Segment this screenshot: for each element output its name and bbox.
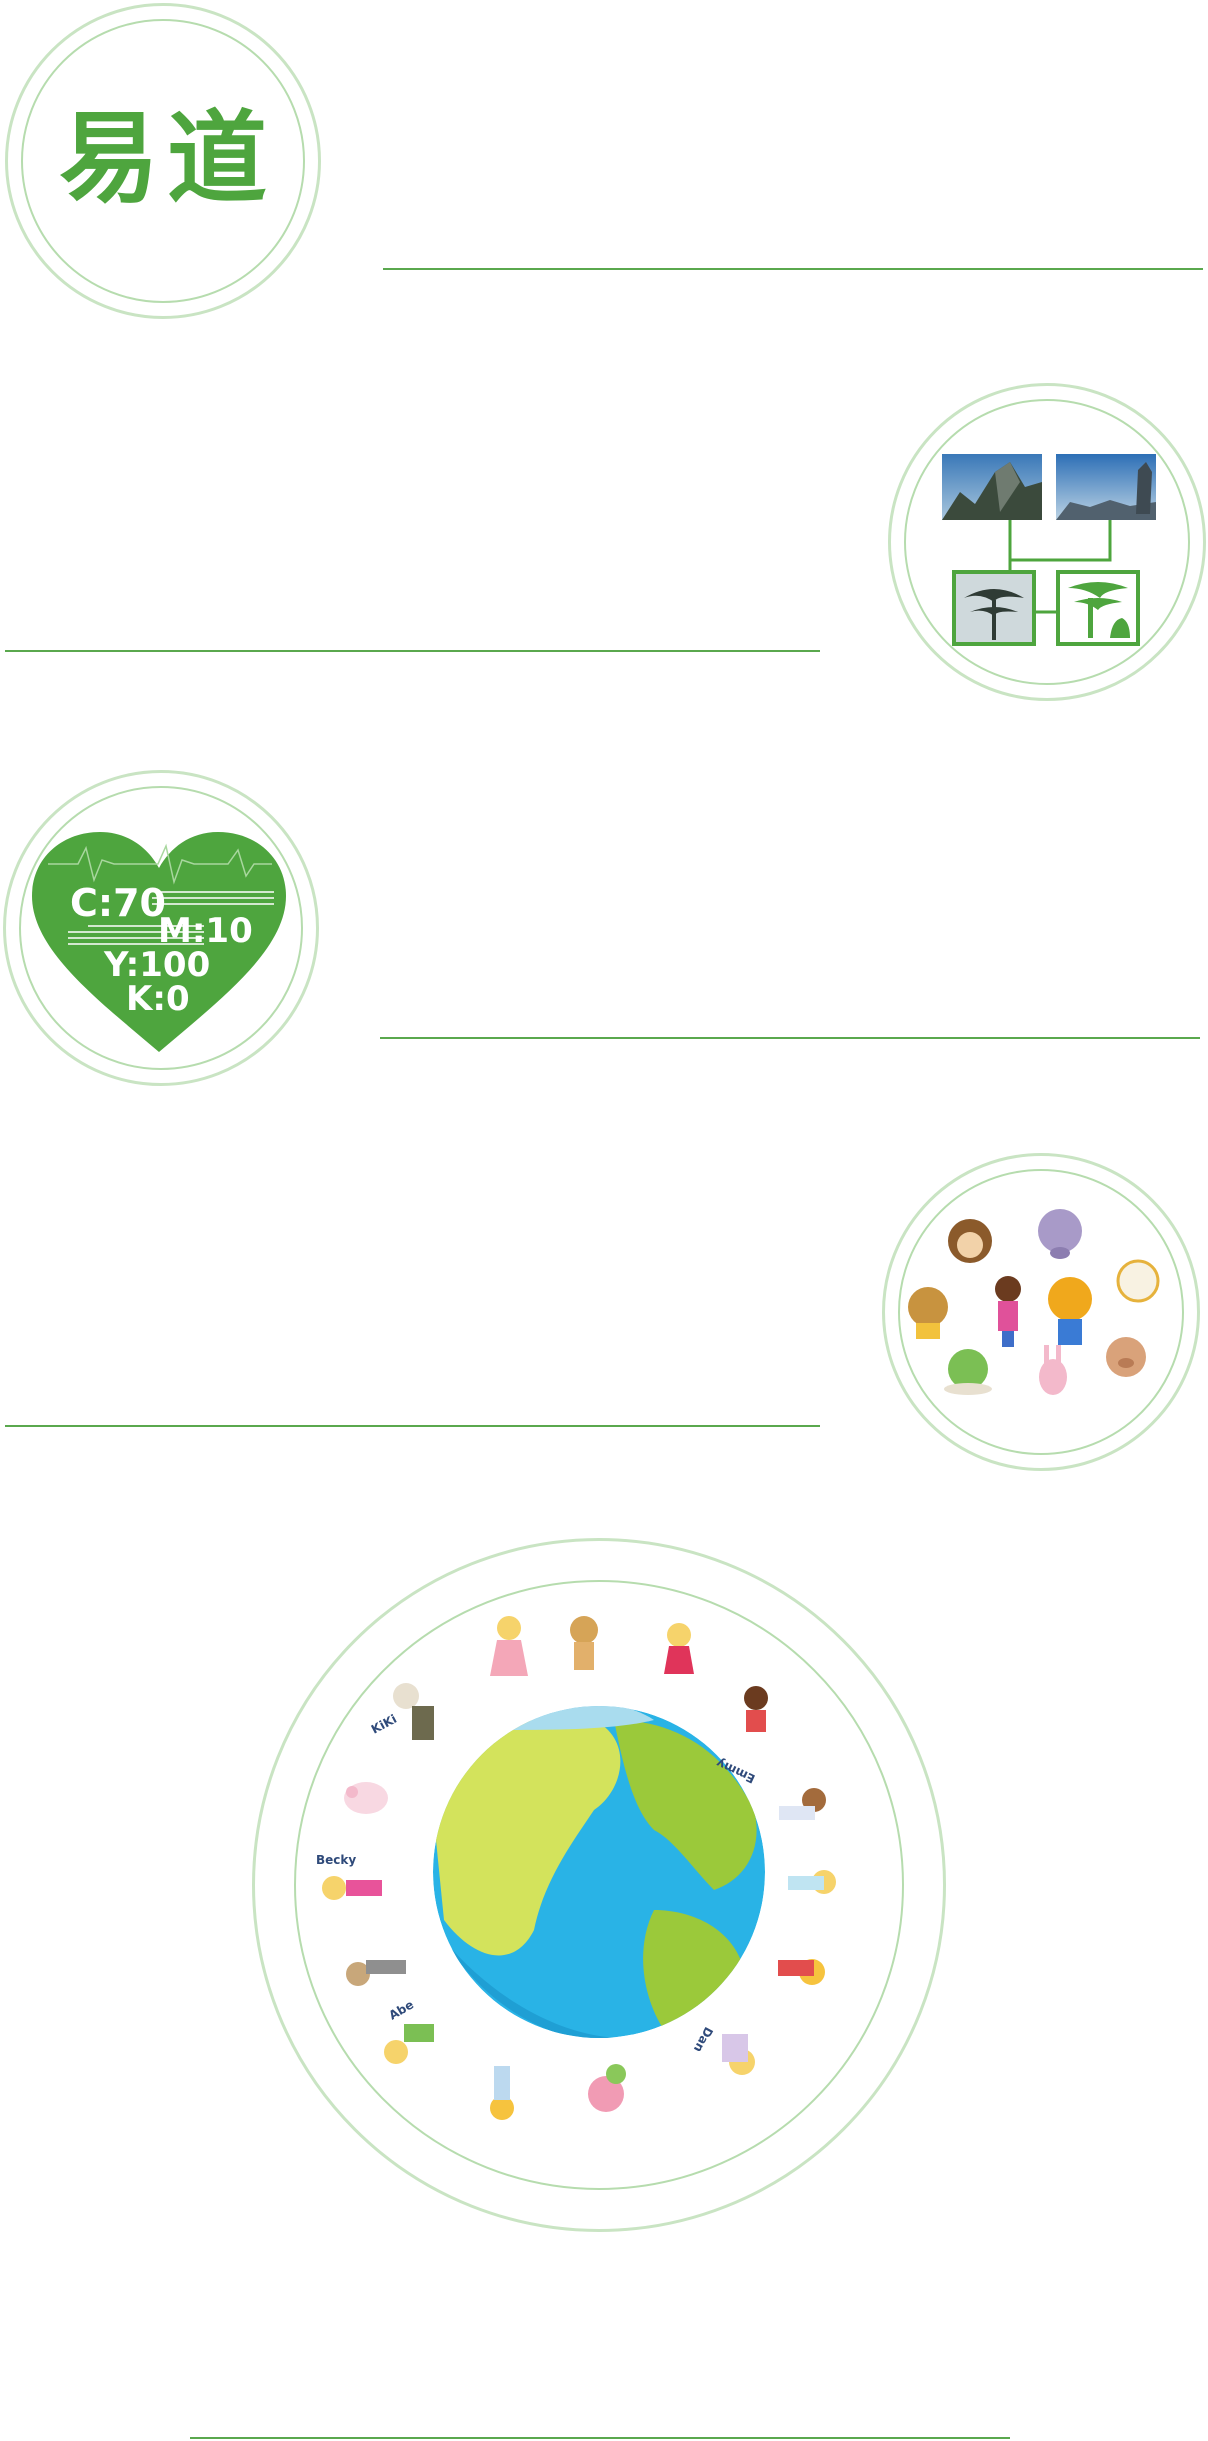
cmyk-c: C:70 (70, 881, 166, 925)
elephant-character (1038, 1209, 1082, 1259)
monkey-character (948, 1219, 992, 1263)
character-left-3 (322, 1876, 382, 1900)
characters-circle-outer (882, 1153, 1200, 1471)
divider-2 (5, 650, 820, 652)
pig-character (1106, 1337, 1146, 1377)
character-top-2 (570, 1616, 598, 1670)
frog-character (944, 1349, 992, 1395)
character-top-1 (490, 1616, 528, 1676)
globe-circle-outer (252, 1538, 946, 2232)
character-right-3 (788, 1870, 836, 1894)
character-left-5 (393, 1683, 434, 1740)
cmyk-m: M:10 (158, 911, 253, 951)
photo-diagram (942, 454, 1156, 646)
globe-scene: Emmy Becky KiKi Abe Dan (316, 1616, 836, 2120)
speed-lines (68, 891, 274, 945)
character-left-4 (344, 1782, 388, 1814)
character-left-2 (346, 1960, 406, 1986)
character-top-3 (664, 1623, 694, 1674)
logo-circle-inner (21, 19, 305, 303)
character-bottom-2 (588, 2064, 626, 2112)
mountain-photo-2 (1056, 454, 1156, 520)
character-left-1 (384, 2024, 434, 2064)
divider-5 (190, 2437, 1010, 2439)
photo-circle-inner (904, 399, 1190, 685)
cmyk-heart: C:70 M:10 Y:100 K:0 (32, 832, 286, 1052)
character-bottom-3 (490, 2066, 514, 2120)
pine-graphic (1056, 570, 1140, 646)
character-right-2 (779, 1788, 826, 1820)
divider-4 (5, 1425, 820, 1427)
logo-text: 易道 (59, 99, 275, 217)
photo-circle-outer (888, 383, 1206, 701)
name-kiki: KiKi (369, 1712, 399, 1737)
cmyk-y: Y:100 (103, 945, 210, 985)
rabbit-character (1039, 1345, 1067, 1395)
characters-group (908, 1209, 1160, 1395)
bear-character (908, 1287, 948, 1339)
cmyk-k: K:0 (126, 979, 190, 1019)
divider-1 (383, 268, 1203, 270)
heart-circle-outer (3, 770, 319, 1086)
globe (433, 1706, 765, 2038)
lion-character (1048, 1277, 1092, 1345)
character-bottom-1 (722, 2034, 755, 2075)
sheep-character (1116, 1259, 1160, 1303)
girl-character (995, 1276, 1021, 1347)
logo-circle-outer (5, 3, 321, 319)
character-right-1 (744, 1686, 768, 1732)
mountain-photo-1 (942, 454, 1042, 520)
name-abe: Abe (387, 1997, 417, 2022)
pine-photo (952, 570, 1036, 646)
divider-3 (380, 1037, 1200, 1039)
globe-circle-inner (294, 1580, 904, 2190)
name-dan: Dan (691, 2025, 716, 2055)
heart-circle-inner (19, 786, 303, 1070)
character-right-4 (778, 1959, 825, 1985)
name-becky: Becky (316, 1853, 356, 1867)
characters-circle-inner (898, 1169, 1184, 1455)
